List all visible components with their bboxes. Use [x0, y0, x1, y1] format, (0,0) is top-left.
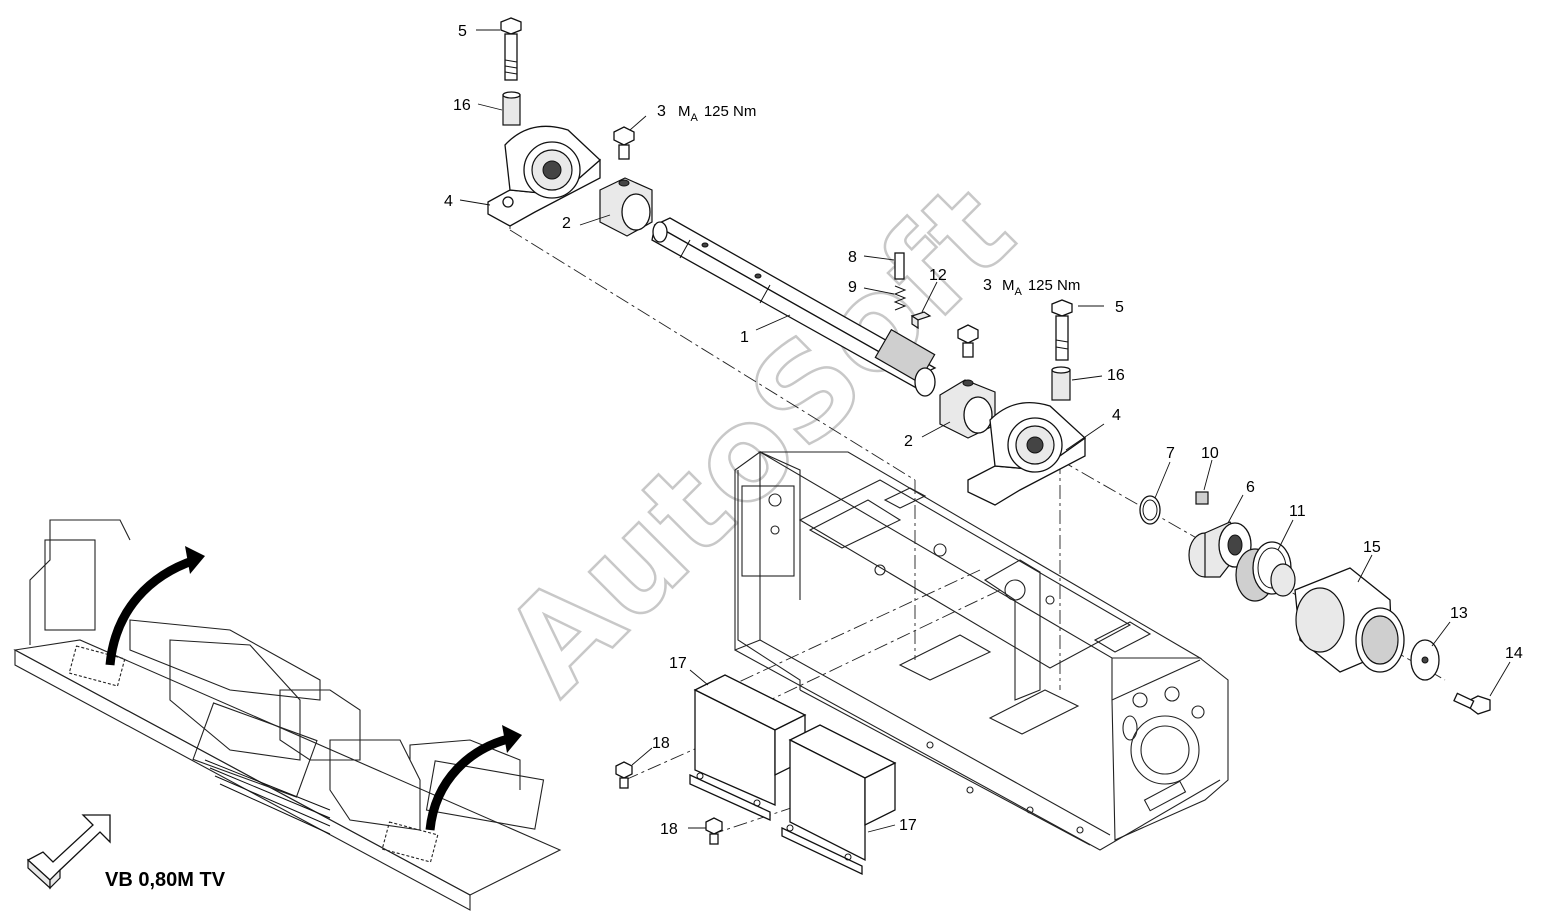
- callout-11: 11: [1289, 503, 1306, 520]
- callout-12: 12: [929, 267, 947, 284]
- model-label: VB 0,80M TV: [105, 869, 226, 891]
- callout-4-left: 4: [444, 193, 453, 210]
- bearing-6: [1188, 521, 1252, 578]
- machine-frame: [734, 450, 1229, 851]
- pillow-block-bearing-4-right: [967, 402, 1087, 506]
- callout-15: 15: [1363, 539, 1381, 556]
- bolt-14: [1453, 692, 1491, 715]
- washer-13: [1410, 639, 1440, 681]
- sleeve-15: [1294, 567, 1405, 673]
- bolt-18-lower: [705, 817, 723, 845]
- spacer-sleeve-16-right: [1051, 366, 1071, 401]
- callout-9: 9: [848, 279, 857, 296]
- callout-6: 6: [1246, 479, 1255, 496]
- callout-8: 8: [848, 249, 857, 266]
- circlip-7: [1139, 495, 1161, 525]
- bolt-5-right: [1051, 299, 1073, 361]
- callout-3-right: 3: [983, 277, 992, 294]
- callout-18-lower: 18: [660, 821, 678, 838]
- gear-11: [1235, 541, 1296, 602]
- callout-5-right: 5: [1115, 299, 1124, 316]
- machine-overview-thumbnail: [13, 519, 562, 911]
- grating: [204, 759, 331, 835]
- callout-17-upper: 17: [669, 655, 687, 672]
- callout-10: 10: [1201, 445, 1219, 462]
- callout-2-left: 2: [562, 215, 571, 232]
- pin-8: [894, 252, 905, 280]
- callout-18-upper: 18: [652, 735, 670, 752]
- callout-17-lower: 17: [899, 817, 917, 834]
- direction-arrow-icon: [26, 814, 111, 890]
- bolt-5-left: [500, 17, 522, 81]
- callout-2-right: 2: [904, 433, 913, 450]
- callout-3-left: 3: [657, 103, 666, 120]
- cover-plate-17-right: [781, 724, 897, 876]
- set-screw-10: [1195, 491, 1209, 505]
- callout-1: 1: [740, 329, 749, 346]
- spring-9: [893, 285, 907, 311]
- collar-2-left: [599, 177, 653, 237]
- callout-14: 14: [1505, 645, 1523, 662]
- bolt-18-upper: [615, 761, 633, 789]
- collar-2-right: [939, 379, 996, 439]
- leader-lines: [459, 29, 1511, 833]
- callout-16-left: 16: [453, 97, 471, 114]
- cover-plate-17-left: [689, 674, 807, 822]
- callout-4-right: 4: [1112, 407, 1121, 424]
- shaft-1: [651, 217, 937, 397]
- callout-7: 7: [1166, 445, 1175, 462]
- callout-13: 13: [1450, 605, 1468, 622]
- bolt-3-left: [613, 126, 635, 160]
- key-12: [910, 311, 932, 330]
- spacer-sleeve-16-left: [502, 91, 521, 126]
- callout-16-right: 16: [1107, 367, 1125, 384]
- bolt-3-right: [957, 324, 979, 358]
- callout-5-left: 5: [458, 23, 467, 40]
- pillow-block-bearing-4-left: [487, 125, 601, 227]
